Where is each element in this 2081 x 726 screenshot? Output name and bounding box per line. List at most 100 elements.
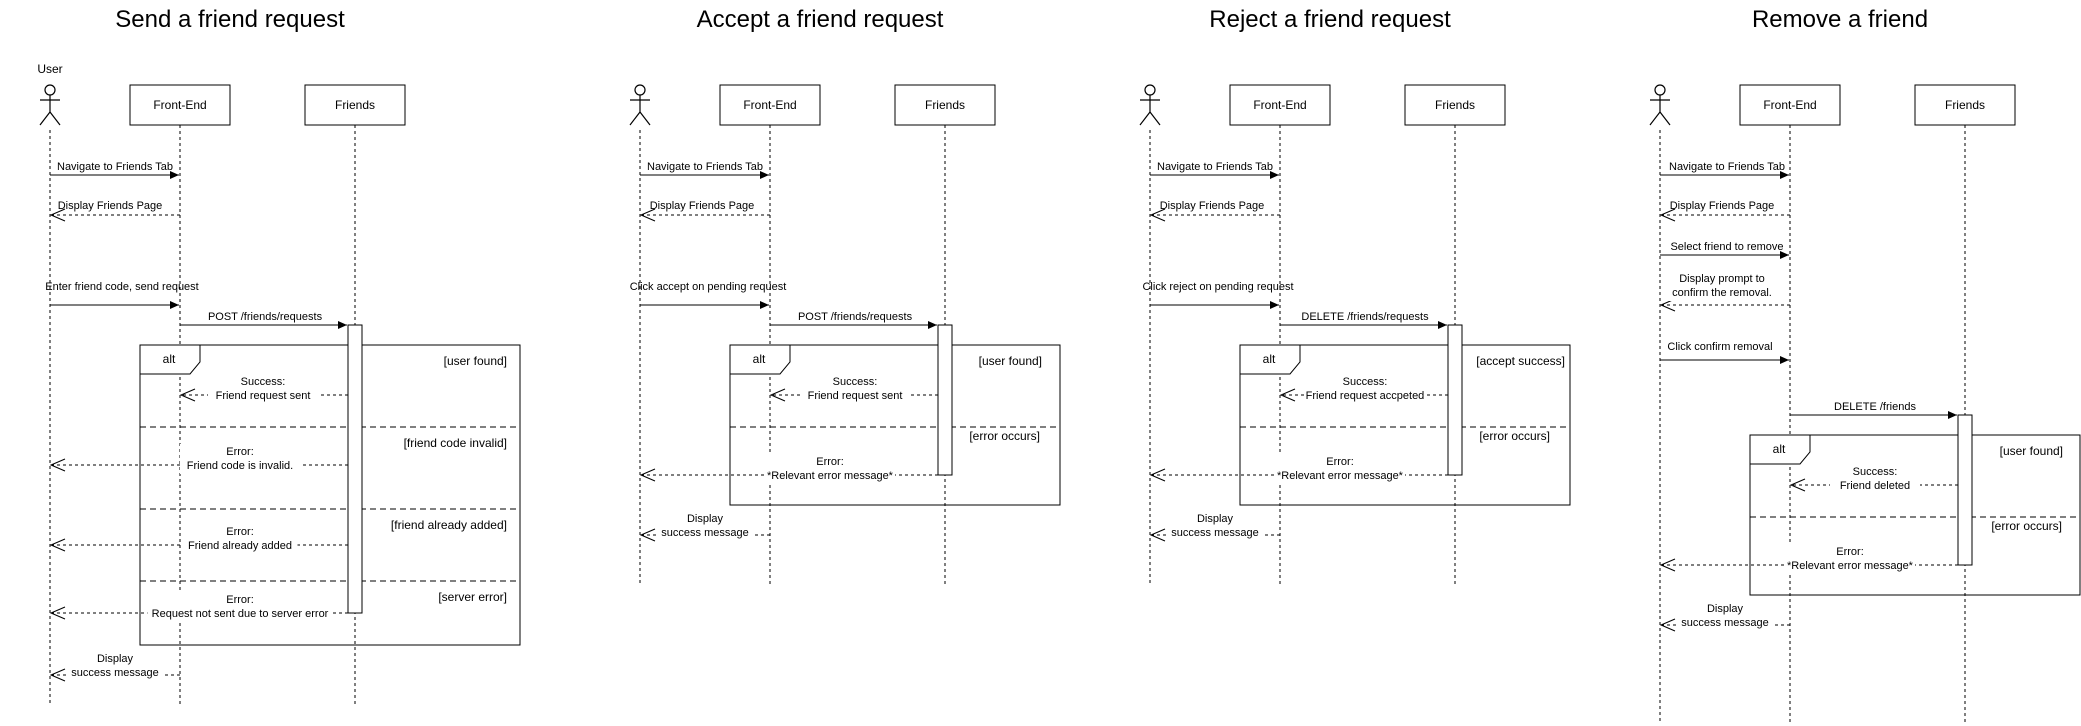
alt-guard: [error occurs] xyxy=(1479,429,1550,443)
friends-activation-bar xyxy=(347,324,363,614)
label-background xyxy=(180,444,300,474)
alt-operator-label: alt xyxy=(1773,442,1786,456)
user-actor-icon xyxy=(1139,84,1161,126)
alt-message-label: Success:Friend deleted xyxy=(1840,466,1910,492)
message-label: Display Friends Page xyxy=(58,200,163,212)
alt-guard: [error occurs] xyxy=(969,429,1040,443)
alt-operator-tag xyxy=(1749,434,1811,465)
label-background xyxy=(182,524,298,554)
label-background xyxy=(800,374,910,404)
message-label: Enter friend code, send request xyxy=(45,281,198,293)
label-background xyxy=(67,651,163,681)
diagram-title: Remove a friend xyxy=(1752,6,1928,33)
label-background xyxy=(1785,544,1915,574)
alt-guard: [accept success] xyxy=(1476,354,1565,368)
label-background xyxy=(1677,601,1773,631)
diagram-title: Send a friend request xyxy=(115,6,345,33)
frontend-participant-label: Front-End xyxy=(1763,98,1816,112)
message-label: POST /friends/requests xyxy=(798,311,913,323)
message-label: Click confirm removal xyxy=(1667,341,1772,353)
frontend-participant xyxy=(129,84,231,126)
alt-message-label: Success:Friend request accpeted xyxy=(1306,376,1425,402)
user-actor-icon xyxy=(39,84,61,126)
message-label: Click reject on pending request xyxy=(1142,281,1293,293)
friends-participant xyxy=(1914,84,2016,126)
friends-participant xyxy=(1404,84,1506,126)
alt-operator-label: alt xyxy=(163,352,176,366)
message-label: Navigate to Friends Tab xyxy=(57,161,173,173)
alt-guard: [user found] xyxy=(444,354,507,368)
alt-message-label: Success:Friend request sent xyxy=(808,376,903,402)
friends-participant xyxy=(304,84,406,126)
alt-frame xyxy=(729,344,1061,506)
message-label: Navigate to Friends Tab xyxy=(1157,161,1273,173)
friends-participant-label: Friends xyxy=(925,98,965,112)
friends-participant-label: Friends xyxy=(1945,98,1985,112)
alt-frame xyxy=(139,344,521,646)
frontend-participant xyxy=(1229,84,1331,126)
message-label: DELETE /friends xyxy=(1834,401,1916,413)
alt-operator-label: alt xyxy=(753,352,766,366)
alt-message-label: Error:*Relevant error message* xyxy=(1787,546,1914,572)
alt-guard: [server error] xyxy=(438,590,507,604)
user-actor-icon xyxy=(629,84,651,126)
friends-participant-label: Friends xyxy=(1435,98,1475,112)
alt-frame xyxy=(1239,344,1571,506)
alt-guard: [friend code invalid] xyxy=(404,436,507,450)
alt-operator-label: alt xyxy=(1263,352,1276,366)
frontend-participant-label: Front-End xyxy=(1253,98,1306,112)
alt-frame xyxy=(1749,434,2081,596)
label-background xyxy=(1275,454,1405,484)
user-actor-icon xyxy=(1649,84,1671,126)
alt-operator-tag xyxy=(139,344,201,375)
alt-operator-tag xyxy=(1239,344,1301,375)
label-background xyxy=(1305,374,1425,404)
message-label: Display Friends Page xyxy=(1160,200,1265,212)
diagram-title: Accept a friend request xyxy=(697,6,944,33)
message-label: Navigate to Friends Tab xyxy=(1669,161,1785,173)
friends-activation-bar xyxy=(937,324,953,476)
label-background xyxy=(657,511,753,541)
alt-message-label: Error:*Relevant error message* xyxy=(1277,456,1404,482)
frontend-participant-label: Front-End xyxy=(153,98,206,112)
message-label: Navigate to Friends Tab xyxy=(647,161,763,173)
label-background xyxy=(208,374,318,404)
label-background xyxy=(1830,464,1920,494)
frontend-participant xyxy=(719,84,821,126)
alt-guard: [user found] xyxy=(979,354,1042,368)
label-background xyxy=(765,454,895,484)
frontend-participant-label: Front-End xyxy=(743,98,796,112)
message-label: Display Friends Page xyxy=(650,200,755,212)
message-label: Select friend to remove xyxy=(1670,241,1783,253)
alt-operator-tag xyxy=(729,344,791,375)
label-background xyxy=(1667,271,1777,301)
message-label: POST /friends/requests xyxy=(208,311,323,323)
friends-activation-bar xyxy=(1447,324,1463,476)
alt-guard: [user found] xyxy=(2000,444,2063,458)
diagram-title: Reject a friend request xyxy=(1209,6,1451,33)
message-label: DELETE /friends/requests xyxy=(1301,311,1429,323)
label-background xyxy=(147,592,333,622)
alt-guard: [error occurs] xyxy=(1991,519,2062,533)
alt-message-label: Error:*Relevant error message* xyxy=(767,456,894,482)
alt-message-label: Error:Friend already added xyxy=(188,526,292,552)
message-label: Click accept on pending request xyxy=(630,281,787,293)
alt-guard: [friend already added] xyxy=(391,518,507,532)
friends-participant xyxy=(894,84,996,126)
frontend-participant xyxy=(1739,84,1841,126)
friends-participant-label: Friends xyxy=(335,98,375,112)
user-actor-label: User xyxy=(37,62,62,76)
message-label: Display Friends Page xyxy=(1670,200,1775,212)
alt-message-label: Error:Friend code is invalid. xyxy=(187,446,293,472)
